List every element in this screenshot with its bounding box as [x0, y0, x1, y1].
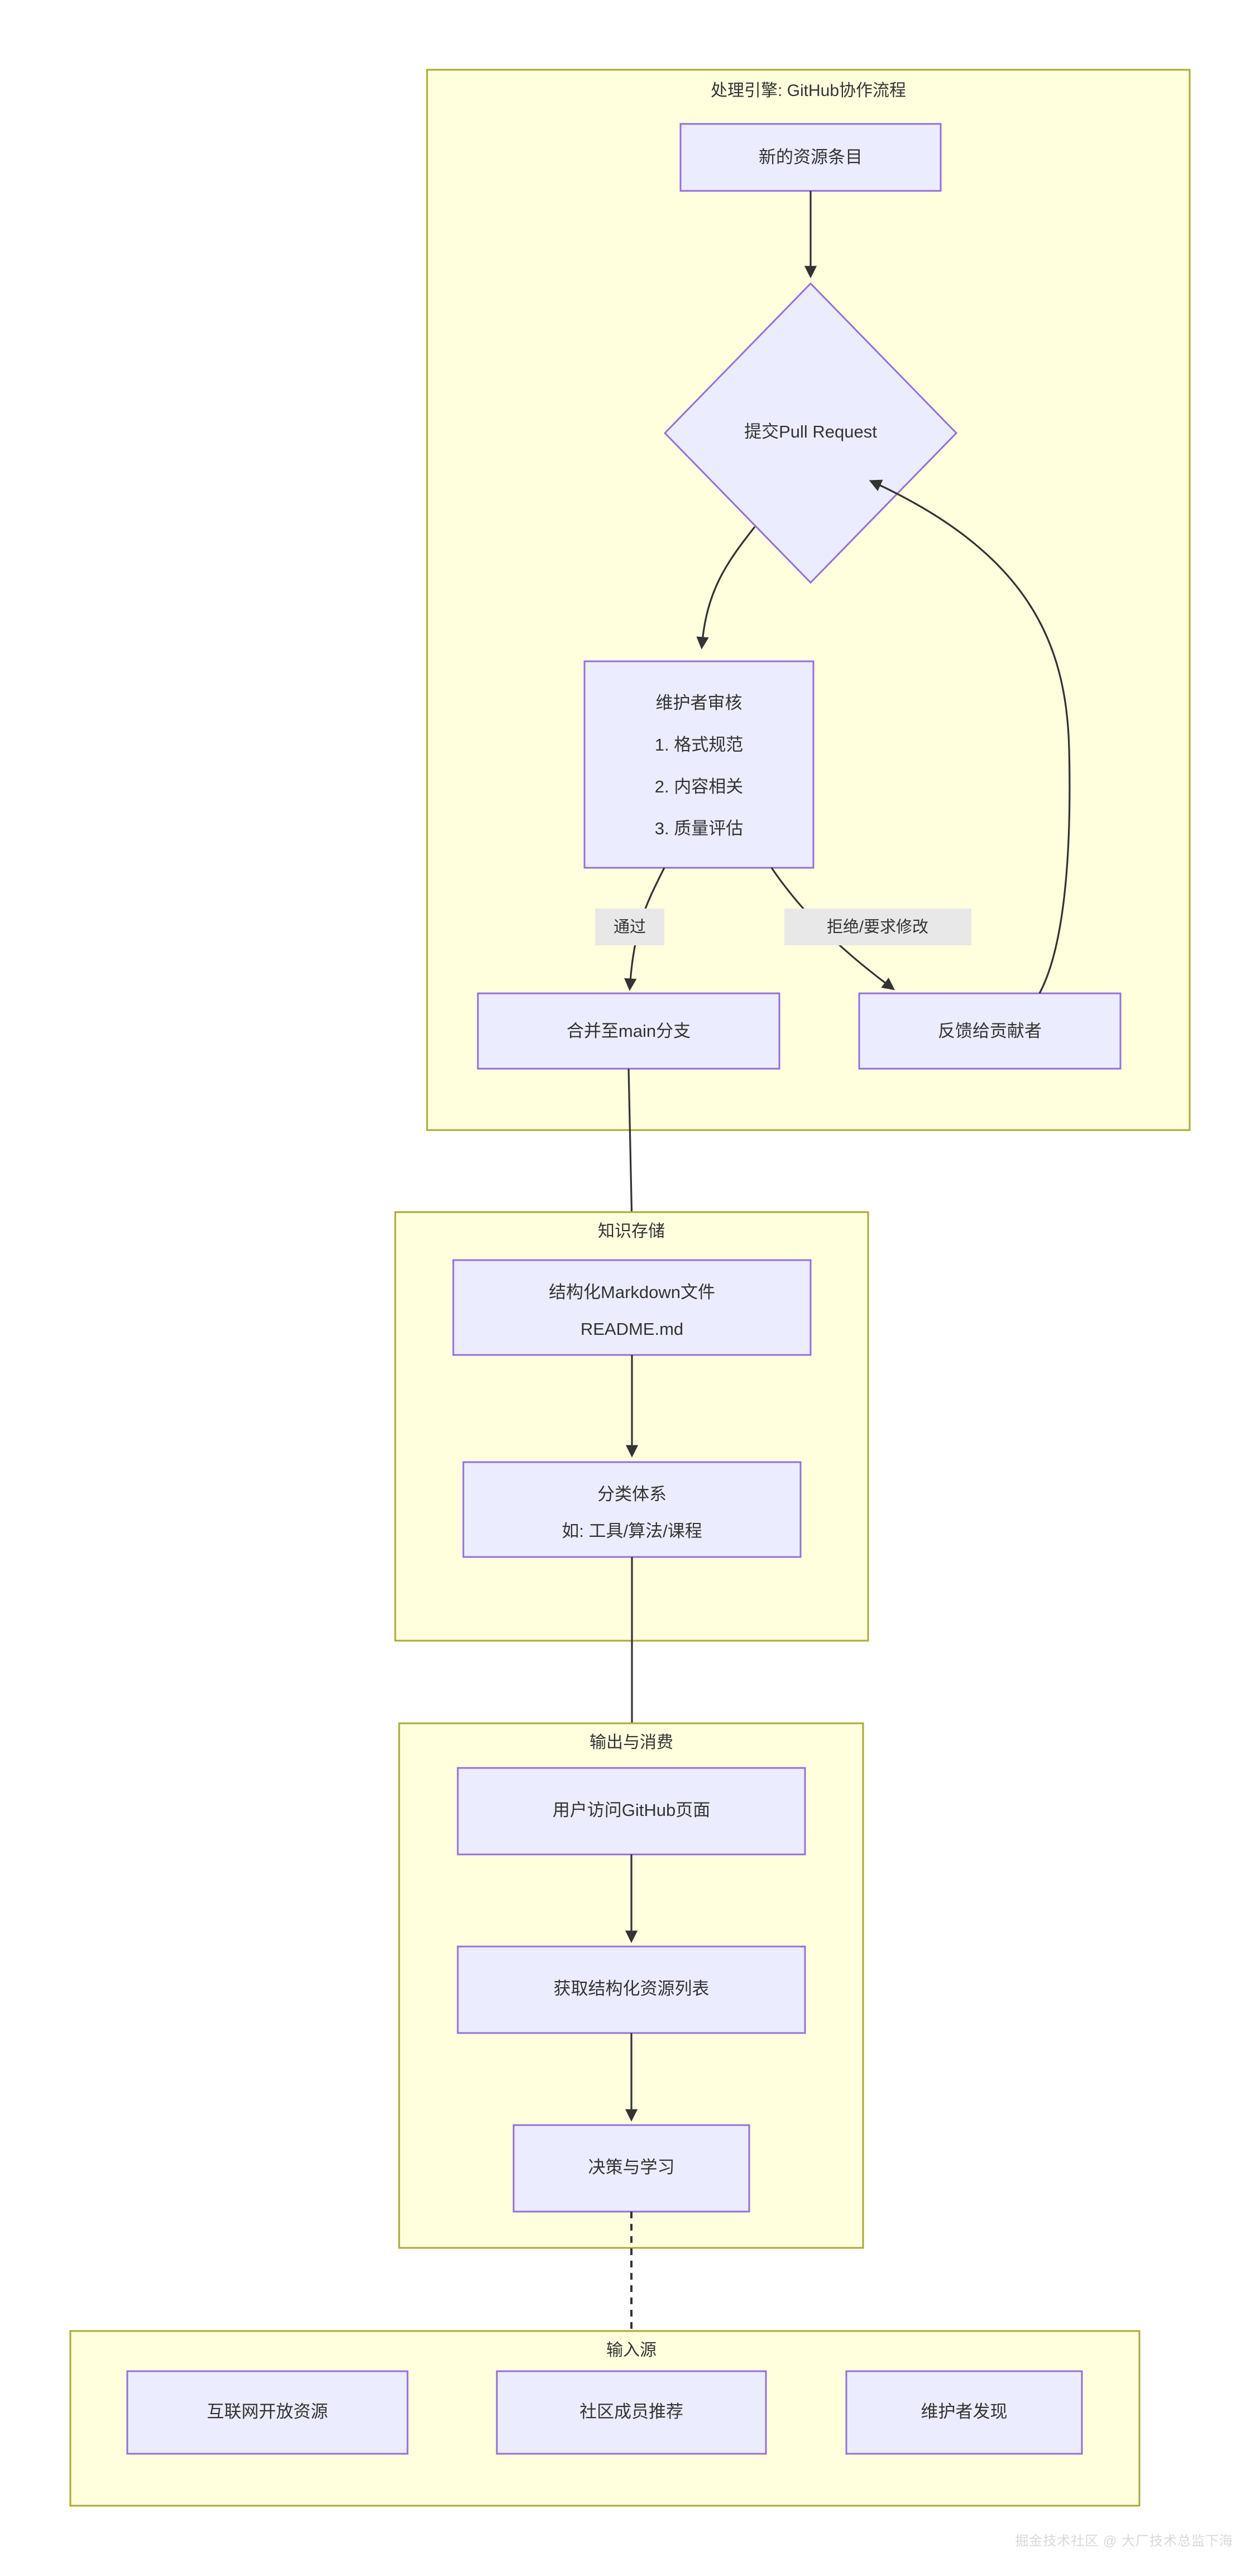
node-structured-markdown[interactable]: 结构化Markdown文件 README.md	[452, 1259, 812, 1356]
node-maintainer-review-item-2: 2. 内容相关	[655, 777, 743, 796]
node-maintainer-review[interactable]: 维护者审核 1. 格式规范 2. 内容相关 3. 质量评估	[583, 660, 815, 869]
node-decide-and-learn-box[interactable]	[512, 2124, 750, 2213]
node-fetch-structured-list[interactable]: 获取结构化资源列表	[457, 1945, 806, 2034]
watermark: 掘金技术社区 @ 大厂技术总监下海	[1015, 2534, 1233, 2549]
cluster-process-engine-box	[426, 69, 1191, 1131]
node-community-recommendation-box[interactable]	[496, 2370, 767, 2455]
node-submit-pull-request-shape[interactable]	[663, 282, 958, 584]
node-merge-to-main-label: 合并至main分支	[567, 1021, 691, 1041]
cluster-process-engine: 处理引擎: GitHub协作流程	[426, 69, 1191, 1131]
node-fetch-structured-list-label: 获取结构化资源列表	[554, 1979, 710, 1998]
node-maintainer-review-title: 维护者审核	[656, 693, 742, 713]
node-maintainer-discovery-label: 维护者发现	[921, 2402, 1008, 2421]
node-maintainer-discovery-box[interactable]	[845, 2370, 1083, 2455]
node-fetch-structured-list-box[interactable]	[457, 1945, 806, 2034]
node-merge-to-main-box[interactable]	[477, 992, 780, 1070]
node-classification-system[interactable]: 分类体系 如: 工具/算法/课程	[462, 1461, 802, 1558]
node-submit-pull-request-label: 提交Pull Request	[744, 422, 877, 441]
node-feedback-to-contributor-box[interactable]	[858, 992, 1122, 1070]
edge-pr-to-review	[696, 526, 756, 650]
node-internet-open-resources[interactable]: 互联网开放资源	[126, 2370, 409, 2455]
edge-label-reject-text: 拒绝/要求修改	[827, 918, 928, 936]
edge-label-pass-bg	[595, 909, 664, 945]
node-maintainer-review-item-3: 3. 质量评估	[655, 819, 743, 838]
cluster-knowledge-storage-label: 知识存储	[598, 1222, 665, 1241]
node-maintainer-review-box[interactable]	[583, 660, 815, 869]
node-feedback-to-contributor-label: 反馈给贡献者	[938, 1021, 1042, 1041]
edge-label-pass-text: 通过	[614, 918, 646, 936]
node-community-recommendation-label: 社区成员推荐	[579, 2402, 683, 2421]
node-classification-system-line-1: 分类体系	[597, 1484, 667, 1504]
node-decide-and-learn[interactable]: 决策与学习	[512, 2124, 750, 2213]
node-classification-system-box[interactable]	[462, 1461, 802, 1558]
node-new-resource-entry-box[interactable]	[679, 123, 942, 192]
node-user-visits-github-page[interactable]: 用户访问GitHub页面	[457, 1767, 806, 1856]
node-new-resource-entry[interactable]: 新的资源条目	[679, 123, 942, 192]
node-internet-open-resources-box[interactable]	[126, 2370, 409, 2455]
node-decide-and-learn-label: 决策与学习	[588, 2157, 675, 2177]
node-merge-to-main[interactable]: 合并至main分支	[477, 992, 780, 1070]
node-structured-markdown-box[interactable]	[452, 1259, 812, 1356]
edge-label-reject-bg	[784, 909, 971, 945]
cluster-process-engine-label: 处理引擎: GitHub协作流程	[711, 81, 906, 100]
node-submit-pull-request[interactable]: 提交Pull Request	[663, 282, 958, 584]
cluster-input-sources-label: 输入源	[606, 2341, 657, 2359]
node-structured-markdown-line-2: README.md	[581, 1319, 683, 1339]
node-structured-markdown-line-1: 结构化Markdown文件	[549, 1282, 715, 1302]
node-classification-system-line-2: 如: 工具/算法/课程	[562, 1521, 702, 1541]
node-maintainer-review-item-1: 1. 格式规范	[655, 735, 743, 754]
edge-feedback-to-pr-loop	[869, 479, 1071, 994]
node-community-recommendation[interactable]: 社区成员推荐	[496, 2370, 767, 2455]
node-user-visits-github-page-label: 用户访问GitHub页面	[553, 1800, 710, 1820]
cluster-output-consumption-label: 输出与消费	[590, 1733, 673, 1752]
node-feedback-to-contributor[interactable]: 反馈给贡献者	[858, 992, 1122, 1070]
edge-label-pass: 通过	[595, 909, 664, 945]
node-new-resource-entry-label: 新的资源条目	[759, 147, 863, 167]
edge-label-reject: 拒绝/要求修改	[784, 909, 971, 945]
node-user-visits-github-page-box[interactable]	[457, 1767, 806, 1856]
node-internet-open-resources-label: 互联网开放资源	[207, 2402, 328, 2421]
node-maintainer-discovery[interactable]: 维护者发现	[845, 2370, 1083, 2455]
